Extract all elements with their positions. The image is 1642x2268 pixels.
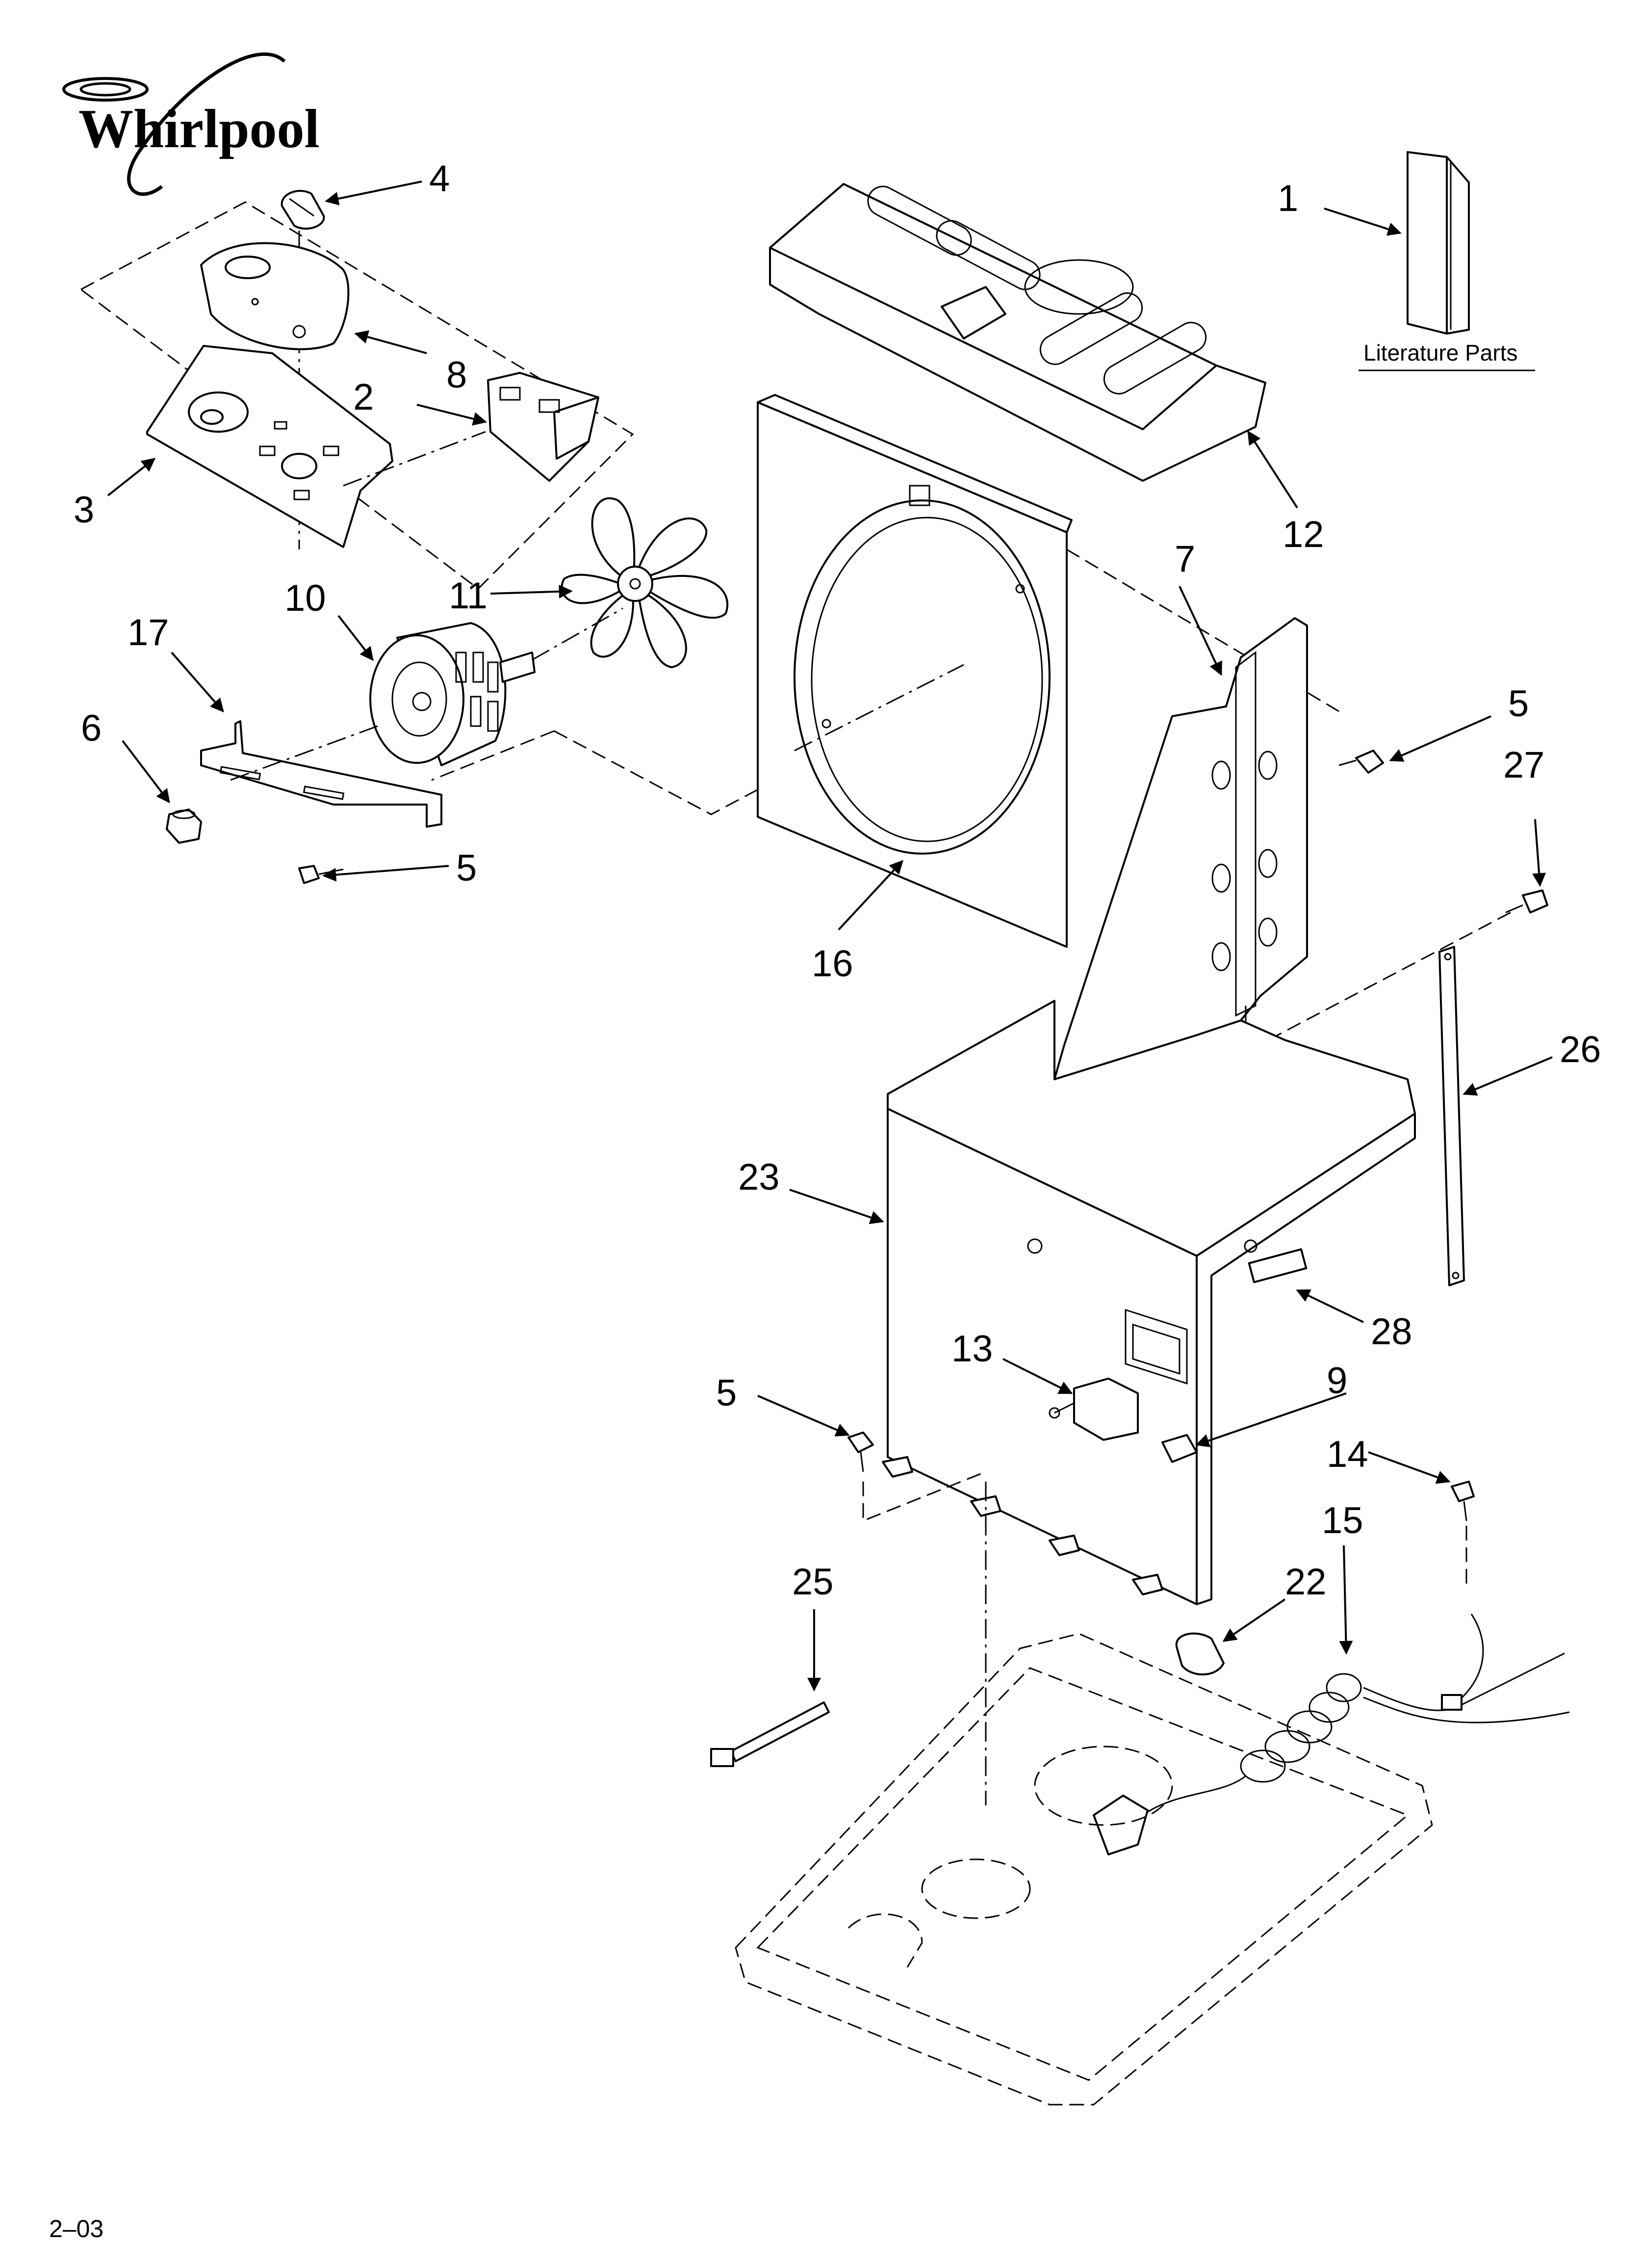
top-cover-panel: [769, 183, 1266, 482]
callout-16: 16: [812, 943, 853, 985]
motor-bracket: [200, 686, 952, 828]
leader-lines: [107, 181, 1553, 1692]
literature-parts-label: Literature Parts: [1363, 340, 1517, 365]
cable-tie: [710, 1701, 830, 1767]
callout-28: 28: [1371, 1311, 1412, 1353]
callout-7: 7: [1175, 538, 1195, 580]
fan-motor: [369, 607, 623, 766]
callout-4: 4: [429, 158, 450, 200]
callout-8: 8: [446, 354, 467, 396]
bracket-screw-27: [1231, 889, 1548, 1061]
power-cord: [1093, 1614, 1570, 1855]
cabinet-screw: [847, 1432, 986, 1522]
callout-6: 6: [81, 707, 102, 749]
base-pan-outline: [735, 1482, 1433, 2106]
fan-shroud: [757, 394, 1339, 948]
console-base: [146, 345, 393, 548]
callout-15: 15: [1322, 1500, 1363, 1541]
callout-numbers: 4 1 8 2 3 12 10 11 17 7 5 6 27 5 16 26 2…: [74, 158, 1601, 1603]
callout-11: 11: [449, 575, 487, 617]
terminal-block: [1161, 1434, 1198, 1463]
partition-screw: [1338, 750, 1384, 774]
brand-name: Whirlpool: [78, 99, 320, 159]
hex-nut: [166, 808, 202, 844]
callout-13: 13: [951, 1328, 993, 1370]
callout-2: 2: [353, 376, 374, 418]
callout-25: 25: [792, 1561, 834, 1603]
callout-27: 27: [1503, 744, 1545, 786]
control-panel-cover: [200, 242, 350, 350]
callout-5-lower: 5: [716, 1372, 737, 1414]
whirlpool-logo: Whirlpool: [62, 52, 320, 196]
callout-9: 9: [1327, 1360, 1347, 1402]
callout-5-bracket: 5: [456, 847, 477, 889]
callout-3: 3: [74, 489, 94, 531]
thermostat: [1049, 1378, 1139, 1441]
callout-12: 12: [1283, 514, 1324, 555]
fan-blade: [561, 497, 729, 668]
callout-23: 23: [738, 1156, 780, 1198]
selector-switch: [343, 372, 599, 487]
callout-14: 14: [1327, 1434, 1368, 1475]
ground-screw: [1451, 1481, 1475, 1590]
callout-10: 10: [284, 577, 326, 619]
callout-1: 1: [1278, 178, 1298, 219]
callout-22: 22: [1285, 1561, 1327, 1603]
cord-clamp: [1175, 1632, 1225, 1676]
base-cabinet: [882, 1000, 1416, 1605]
support-brace: [1438, 946, 1465, 1286]
callout-17: 17: [128, 612, 169, 653]
callout-26: 26: [1560, 1029, 1601, 1070]
footer-code: 2–03: [49, 2215, 103, 2242]
literature-booklet: Literature Parts: [1359, 151, 1535, 371]
callout-5-right: 5: [1508, 683, 1529, 725]
